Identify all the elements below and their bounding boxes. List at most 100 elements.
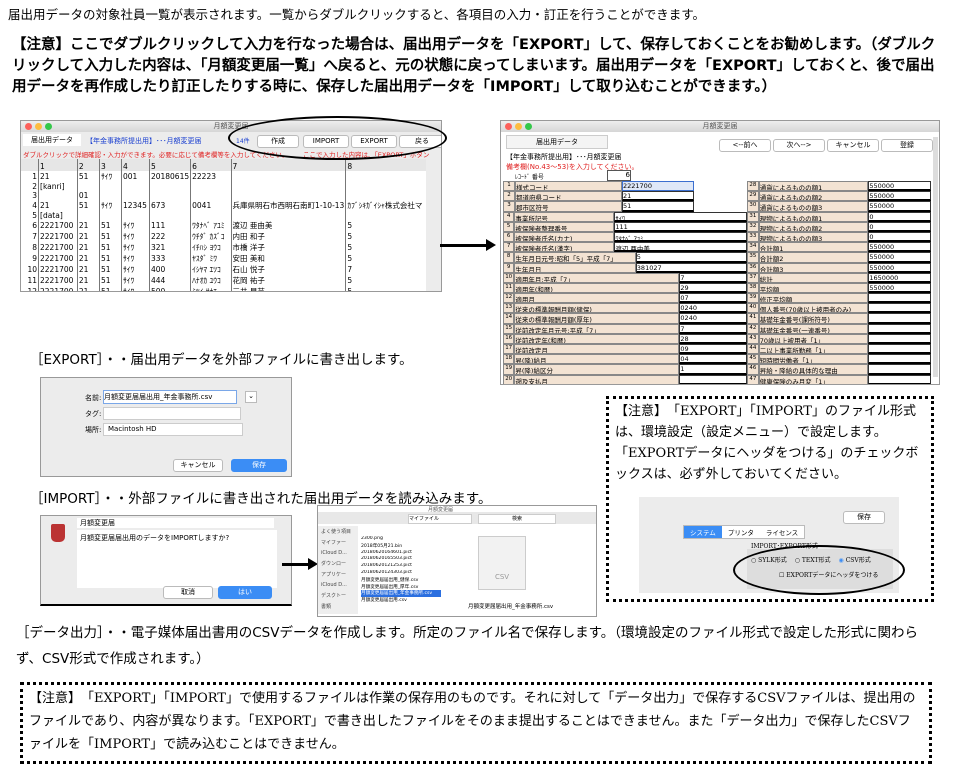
table-row[interactable]: 5[data]	[21, 211, 426, 220]
field-input[interactable]: 21	[622, 191, 694, 202]
file-item[interactable]: 月額変更届届出用.csv	[361, 598, 407, 604]
file-item[interactable]: 2300.png	[361, 536, 383, 541]
cancel-button[interactable]: 取消	[163, 586, 213, 599]
field-input[interactable]: 09	[679, 344, 748, 355]
field-input[interactable]: 04	[679, 354, 748, 365]
field-input[interactable]	[868, 374, 931, 384]
next-button[interactable]: 次へ-->	[773, 139, 825, 152]
field-input[interactable]: 550000	[868, 282, 931, 294]
field-input[interactable]: 7	[679, 272, 748, 283]
field-input[interactable]: 51	[622, 201, 694, 212]
field-input[interactable]: 0	[868, 221, 931, 232]
yes-button[interactable]: はい	[218, 586, 272, 599]
field-input[interactable]: 1	[679, 364, 748, 375]
sidebar-item[interactable]: iCloud D...	[321, 550, 347, 556]
field-input[interactable]: 渡辺 亜由美	[614, 242, 747, 253]
field-label: 合計額3	[758, 262, 869, 273]
table-row[interactable]: 2[kanri]	[21, 182, 426, 191]
field-input[interactable]	[679, 374, 748, 384]
field-input[interactable]: 550000	[868, 262, 931, 273]
location-select[interactable]: マイファイル	[408, 514, 472, 524]
field-input[interactable]	[868, 323, 931, 334]
scrollbar[interactable]	[933, 137, 938, 377]
file-item[interactable]: 月額変更届届出用_年金事務所.csv	[361, 590, 441, 598]
field-input[interactable]: 07	[679, 293, 748, 304]
cancel-button[interactable]: キャンセル	[827, 139, 879, 152]
tab-data[interactable]: 届出用データ	[23, 134, 81, 146]
sidebar-item[interactable]: アプリケー	[321, 572, 347, 578]
save-button[interactable]: 保存	[843, 511, 885, 524]
sidebar-item[interactable]: iCloud D...	[321, 582, 347, 588]
field-input[interactable]	[868, 364, 931, 375]
field-input[interactable]: 381027	[635, 262, 747, 273]
field-input[interactable]: 0240	[679, 303, 748, 314]
tag-field[interactable]	[103, 407, 241, 420]
prev-button[interactable]: <--前へ	[719, 139, 771, 152]
file-item[interactable]: 月額変更届届出用_厚年.csv	[361, 584, 419, 590]
sidebar-item[interactable]: 書類	[321, 604, 332, 610]
save-button[interactable]: 保存	[231, 459, 287, 472]
field-number: 33	[747, 231, 759, 243]
cancel-button[interactable]: キャンセル	[173, 459, 223, 472]
field-input[interactable]: 28	[679, 333, 748, 344]
field-input[interactable]: 550000	[868, 191, 931, 202]
field-input[interactable]	[868, 354, 931, 365]
field-input[interactable]: 5	[635, 252, 747, 263]
table-cell: 5	[148, 159, 191, 171]
expand-button[interactable]: ⌄	[245, 391, 257, 403]
field-input[interactable]: 0	[868, 211, 931, 222]
name-field[interactable]: 月額変更届届出用_年金事務所.csv	[103, 390, 237, 404]
field-input[interactable]	[868, 344, 931, 355]
file-item[interactable]: 20180620124303.pict	[361, 569, 412, 575]
field-input[interactable]: 0	[868, 231, 931, 243]
sidebar-item[interactable]: よく使う項目	[321, 529, 352, 535]
tab-data[interactable]: 届出用データ	[506, 135, 608, 149]
field-input[interactable]	[868, 293, 931, 304]
field-input[interactable]: 550000	[868, 242, 931, 253]
sidebar-item[interactable]: デスクトー	[321, 593, 347, 599]
place-select[interactable]: Macintosh HD	[103, 423, 243, 436]
field-input[interactable]: 550000	[868, 201, 931, 212]
register-button[interactable]: 登録	[881, 139, 933, 152]
field-input[interactable]	[868, 313, 931, 324]
field-input[interactable]: 7	[679, 323, 748, 334]
tab-license[interactable]: ライセンス	[765, 529, 799, 537]
field-input[interactable]: 111	[614, 221, 747, 232]
field-input[interactable]: 29	[679, 282, 748, 294]
file-item[interactable]: 20180620165503.pict	[361, 556, 412, 562]
field-number: 12	[503, 293, 515, 304]
file-item[interactable]: 月額変更届届出用_健保.csv	[361, 577, 419, 583]
field-input[interactable]: 1650000	[868, 272, 931, 283]
field-input[interactable]: 2221700	[622, 181, 694, 192]
field-input[interactable]: 550000	[868, 252, 931, 263]
field-input[interactable]: 550000	[868, 181, 931, 192]
record-number-field[interactable]: 6	[607, 170, 631, 181]
field-input[interactable]: ﾜﾀﾅﾍﾞ ｱﾕﾐ	[614, 231, 747, 243]
table-row[interactable]: 42151ｻｲﾜ123456730041兵庫県明石市西明石南町1-10-13ｶﾌ…	[21, 200, 426, 211]
tab-printer[interactable]: プリンタ	[727, 529, 754, 537]
field-input[interactable]	[868, 333, 931, 344]
field-input[interactable]: 0240	[679, 313, 748, 324]
field-input[interactable]: ｻｲﾜ	[614, 211, 747, 222]
file-item[interactable]: 2018年05月21.bin	[361, 543, 403, 549]
sidebar-item[interactable]: ダウンロー	[321, 561, 347, 567]
file-item[interactable]: 20180620164601.pict	[361, 549, 412, 555]
sidebar-item[interactable]: マイファー	[321, 540, 347, 546]
search-field[interactable]: 検索	[478, 514, 556, 524]
tab-system[interactable]: システム	[684, 526, 722, 538]
file-item[interactable]: 20180620121253.pict	[361, 563, 412, 569]
field-input[interactable]	[868, 303, 931, 314]
